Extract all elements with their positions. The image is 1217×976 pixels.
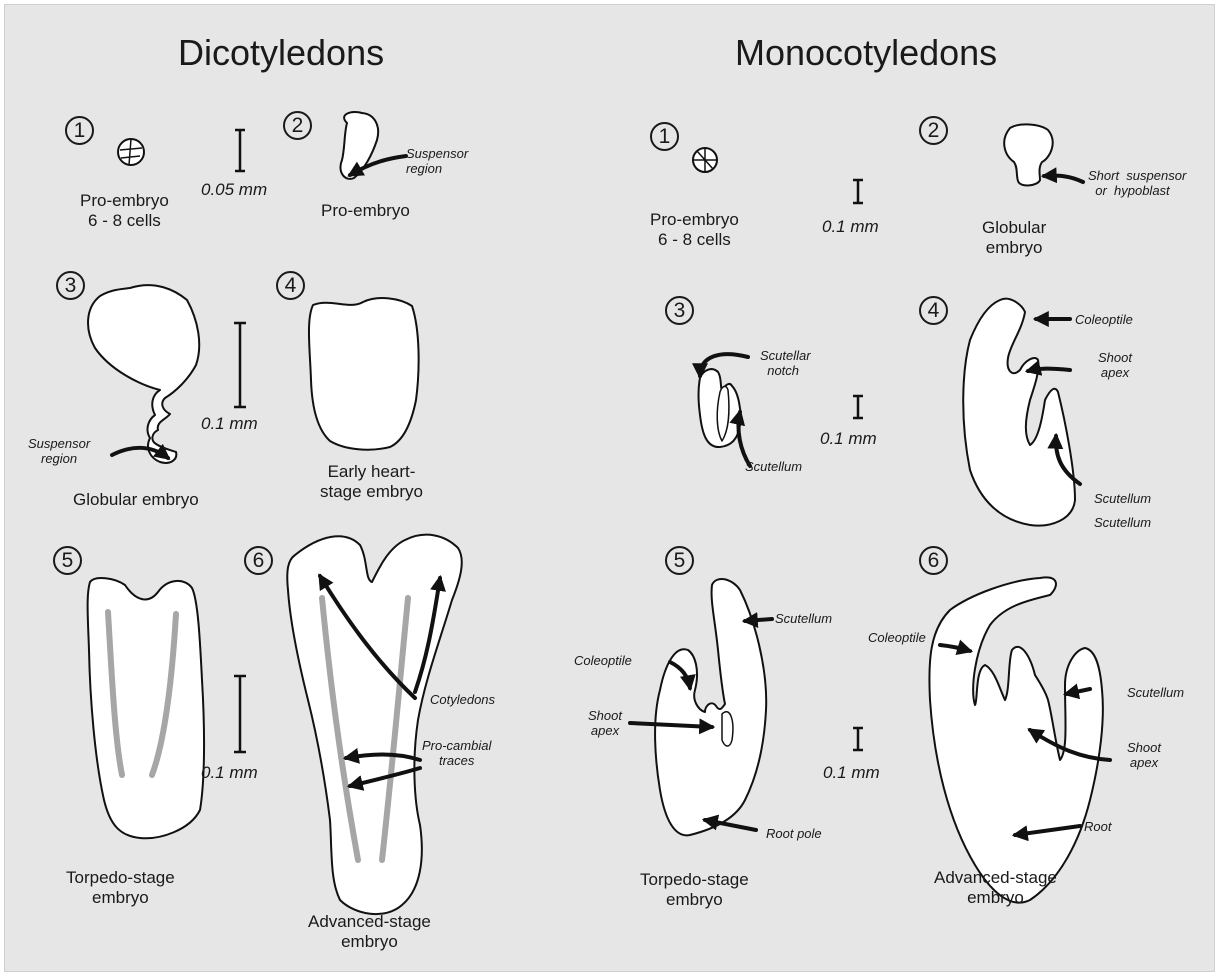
dicot-globular-embryo-shape: [88, 285, 199, 463]
dicot-suspensor-annotation: Suspensor region: [406, 147, 468, 177]
dicot-stage5-label: Torpedo-stage embryo: [66, 868, 175, 907]
dicot-torpedo-embryo-shape: [88, 578, 204, 838]
shoot-apex-annotation: Shoot apex: [1127, 741, 1161, 771]
monocot-scale-label: 0.1 mm: [822, 217, 879, 237]
dicot-stage-number: 4: [276, 271, 305, 300]
dicot-stage3-label: Globular embryo: [73, 490, 199, 510]
dicot-proembryo-cells: [118, 139, 144, 165]
monocot-scale-label: 0.1 mm: [820, 429, 877, 449]
root-pole-annotation: Root pole: [766, 827, 822, 842]
monocot-advanced-embryo-shape: [929, 577, 1102, 902]
short-suspensor-annotation: Short suspensor or hypoblast: [1088, 169, 1186, 199]
scutellum-annotation: Scutellum: [745, 460, 802, 475]
scutellum-annotation: Scutellum: [1094, 516, 1151, 531]
monocot-scale-label: 0.1 mm: [823, 763, 880, 783]
monocot-stage-number: 2: [919, 116, 948, 145]
dicot-stage6-label: Advanced-stage embryo: [308, 912, 431, 951]
monocot-heading: Monocotyledons: [735, 32, 997, 73]
monocot-stage5-label: Torpedo-stage embryo: [640, 870, 749, 909]
dicot-scale-label: 0.1 mm: [201, 414, 258, 434]
dicot-stage2-label: Pro-embryo: [321, 201, 410, 221]
dicot-suspensor-annotation: Suspensor region: [28, 437, 90, 467]
monocot-stage-number: 4: [919, 296, 948, 325]
monocot-stage-number: 1: [650, 122, 679, 151]
procambial-annotation: Pro-cambial traces: [422, 739, 491, 769]
dicot-stage-number: 3: [56, 271, 85, 300]
cotyledons-annotation: Cotyledons: [430, 693, 495, 708]
monocot-stage-number: 3: [665, 296, 694, 325]
dicot-stage1-label: Pro-embryo 6 - 8 cells: [80, 191, 169, 230]
dicot-stage-number: 5: [53, 546, 82, 575]
monocot-stage2-label: Globular embryo: [982, 218, 1046, 257]
dicot-stage4-label: Early heart- stage embryo: [320, 462, 423, 501]
scutellum-annotation: Scutellum: [775, 612, 832, 627]
coleoptile-annotation: Coleoptile: [1075, 313, 1133, 328]
dicot-scale-label: 0.1 mm: [201, 763, 258, 783]
dicot-heart-embryo-shape: [309, 298, 419, 450]
dicot-stage-number: 1: [65, 116, 94, 145]
dicot-scale-label: 0.05 mm: [201, 180, 267, 200]
dicot-heading: Dicotyledons: [178, 32, 384, 73]
scutellum-annotation: Scutellum: [1127, 686, 1184, 701]
monocot-stage4-embryo-shape: [963, 299, 1075, 526]
monocot-stage6-label: Advanced-stage embryo: [934, 868, 1057, 907]
monocot-stage-number: 6: [919, 546, 948, 575]
root-annotation: Root: [1084, 820, 1111, 835]
shoot-apex-annotation: Shoot apex: [588, 709, 622, 739]
scutellum-annotation: Scutellum: [1094, 492, 1151, 507]
dicot-advanced-embryo-shape: [287, 535, 462, 914]
coleoptile-annotation: Coleoptile: [868, 631, 926, 646]
monocot-stage-number: 5: [665, 546, 694, 575]
coleoptile-annotation: Coleoptile: [574, 654, 632, 669]
dicot-stage-number: 2: [283, 111, 312, 140]
monocot-proembryo-cells: [693, 148, 717, 172]
shoot-apex-annotation: Shoot apex: [1098, 351, 1132, 381]
scutellar-notch-annotation: Scutellar notch: [760, 349, 811, 379]
monocot-torpedo-embryo-shape: [655, 579, 766, 835]
dicot-stage-number: 6: [244, 546, 273, 575]
monocot-stage1-label: Pro-embryo 6 - 8 cells: [650, 210, 739, 249]
